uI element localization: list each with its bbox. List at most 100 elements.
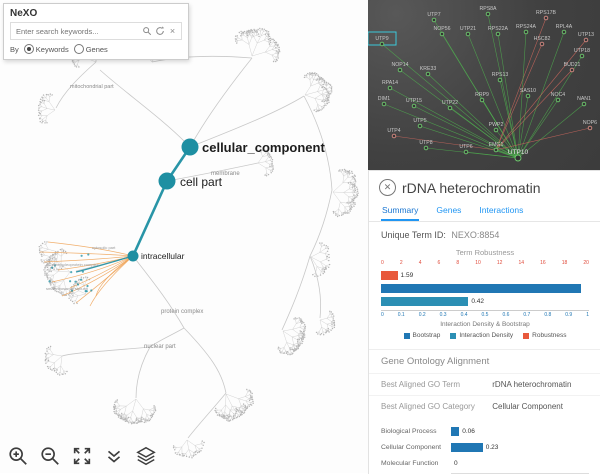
gene-label[interactable]: KRE33 (420, 66, 437, 72)
tab-summary[interactable]: Summary (381, 201, 420, 221)
gene-node[interactable] (465, 31, 471, 37)
gene-node[interactable] (581, 101, 587, 107)
gene-label[interactable]: NAN1 (577, 96, 591, 102)
search-input[interactable] (14, 25, 139, 37)
gene-node[interactable] (431, 17, 437, 23)
gene-label[interactable]: PWP2 (489, 122, 504, 128)
gene-label[interactable]: NOP56 (433, 26, 450, 32)
label-intracellular[interactable]: intracellular (141, 251, 185, 261)
gene-label[interactable]: UTP8 (419, 140, 432, 146)
tab-genes[interactable]: Genes (436, 205, 462, 215)
gene-label[interactable]: RPA14 (382, 80, 398, 86)
clear-icon[interactable]: × (169, 25, 176, 36)
gene-node[interactable] (463, 149, 469, 155)
interaction-network-panel[interactable]: UTP7 RPS8A RPS17B NOP56 UTP21 RPS22A RPS24A RPL… (368, 0, 600, 170)
gene-node[interactable] (561, 29, 567, 35)
label-nuclear-part[interactable]: nuclear part (144, 344, 176, 350)
gene-node[interactable] (387, 85, 393, 91)
gene-label[interactable]: UTP4 (387, 128, 400, 134)
gene-node[interactable] (425, 71, 431, 77)
gene-label[interactable]: UTP13 (578, 32, 594, 38)
gene-node[interactable] (447, 105, 453, 111)
gene-label[interactable]: RPS17B (536, 10, 556, 16)
gene-node[interactable] (555, 97, 561, 103)
axis-tick: 0.1 (397, 311, 405, 318)
gene-node[interactable] (417, 123, 423, 129)
gene-node[interactable] (579, 53, 585, 59)
gene-label[interactable]: RRP9 (475, 92, 489, 98)
label-mitochondrial-part[interactable]: mitochondrial part (70, 84, 114, 90)
label-protein-complex[interactable]: protein complex (161, 309, 203, 315)
gene-node[interactable] (523, 29, 529, 35)
gene-node[interactable] (569, 67, 575, 73)
gene-label[interactable]: UTP22 (442, 100, 458, 106)
gene-node[interactable] (411, 103, 417, 109)
gene-node[interactable] (397, 67, 403, 73)
label-cellular-component[interactable]: cellular_component (202, 140, 325, 155)
gene-node[interactable] (423, 145, 429, 151)
gene-node[interactable] (379, 41, 385, 47)
gene-label[interactable]: UTP5 (413, 118, 426, 124)
gene-label[interactable]: SAS10 (520, 88, 536, 94)
radio-option-genes[interactable]: Genes (73, 44, 108, 54)
reset-icon[interactable] (154, 26, 165, 37)
label-small-ribosomal-subunit[interactable]: small ribosomal subunit (46, 286, 89, 291)
gene-node[interactable] (543, 15, 549, 21)
gene-label[interactable]: UTP9 (375, 36, 388, 42)
gene-label[interactable]: NOC4 (551, 92, 566, 98)
layers-button[interactable] (134, 444, 158, 468)
node-intracellular[interactable] (127, 250, 139, 262)
node-cell-part[interactable] (158, 172, 176, 190)
label-cytosolic-part[interactable]: cytosolic part (92, 245, 116, 250)
gene-label[interactable]: RPS13 (492, 72, 509, 78)
gene-label[interactable]: NOP14 (391, 62, 408, 68)
gene-label[interactable]: UTP15 (406, 98, 422, 104)
fit-to-screen-button[interactable] (70, 444, 94, 468)
label-membrane[interactable]: membrane (211, 171, 240, 177)
gene-label[interactable]: BUD21 (564, 62, 581, 68)
expand-levels-button[interactable] (102, 444, 126, 468)
gene-node[interactable] (493, 127, 499, 133)
ontology-tree-canvas[interactable]: cellular_component cell part intracellul… (0, 0, 368, 473)
label-ribonucleoprotein-complex[interactable]: ribonucleoprotein complex (52, 262, 99, 267)
gene-label[interactable]: EMG1 (489, 142, 504, 148)
gene-label[interactable]: NOP6 (583, 120, 597, 126)
gene-node[interactable] (539, 41, 545, 47)
gene-label[interactable]: RPL4A (556, 24, 573, 30)
radio-option-keywords[interactable]: Keywords (23, 44, 69, 54)
gene-label[interactable]: RPS24A (516, 24, 536, 30)
gene-node[interactable] (587, 125, 593, 131)
gene-node[interactable] (495, 31, 501, 37)
gene-node[interactable] (485, 11, 491, 17)
gene-label[interactable]: UTP18 (574, 48, 590, 54)
gene-label[interactable]: RPS8A (479, 6, 497, 12)
gene-node[interactable] (493, 147, 499, 153)
search-icon[interactable] (141, 26, 152, 37)
gene-label[interactable]: DIM1 (378, 96, 391, 102)
label-cell-part[interactable]: cell part (180, 175, 223, 189)
zoom-out-button[interactable] (38, 444, 62, 468)
gene-node[interactable] (391, 133, 397, 139)
ontology-tree-panel[interactable]: cellular_component cell part intracellul… (0, 0, 368, 473)
gene-label[interactable]: UTP21 (460, 26, 476, 32)
close-icon[interactable]: ✕ (379, 179, 396, 196)
radio-keywords[interactable] (23, 44, 34, 54)
search-input-box[interactable]: × (10, 22, 182, 40)
gene-node[interactable] (583, 37, 589, 43)
gene-label[interactable]: HSC82 (534, 36, 551, 42)
gene-label[interactable]: UTP7 (427, 12, 440, 18)
radio-genes[interactable] (73, 44, 84, 54)
zoom-in-button[interactable] (6, 444, 30, 468)
gene-node[interactable] (497, 77, 503, 83)
node-cellular-component[interactable] (181, 138, 199, 156)
gene-node[interactable] (439, 31, 445, 37)
gene-node[interactable] (525, 93, 531, 99)
gene-node[interactable] (514, 154, 522, 162)
gene-node[interactable] (381, 101, 387, 107)
gene-label[interactable]: UTP6 (459, 144, 472, 150)
gene-node[interactable] (479, 97, 485, 103)
gene-label[interactable]: RPS22A (488, 26, 508, 32)
gene-label[interactable]: UTP10 (508, 149, 529, 156)
interaction-network-canvas[interactable]: UTP7 RPS8A RPS17B NOP56 UTP21 RPS22A RPS24A RPL… (368, 0, 600, 170)
tab-interactions[interactable]: Interactions (479, 205, 524, 215)
